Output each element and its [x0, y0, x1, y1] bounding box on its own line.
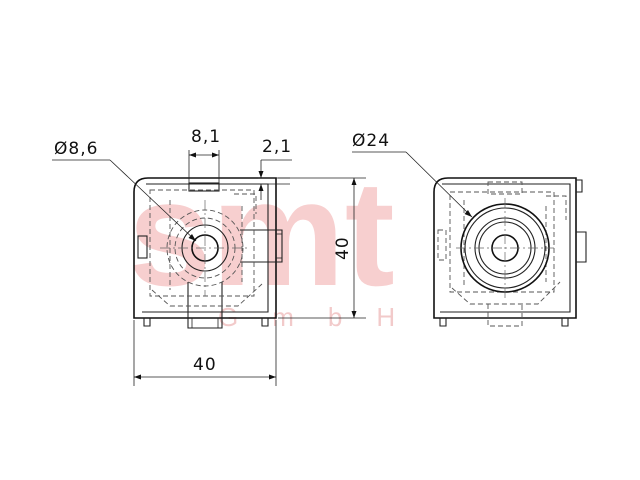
- left-body-outline: [133, 177, 277, 319]
- right-foot-1: [439, 318, 447, 327]
- height-label: 40: [333, 236, 353, 260]
- width-label: 40: [193, 355, 217, 375]
- right-inner-rim: [440, 183, 571, 313]
- watermark: smt GmbH: [128, 149, 429, 332]
- left-side-slot: [137, 235, 148, 259]
- right-body-outline: [433, 177, 577, 319]
- dimension-slot-width: 8,1: [188, 127, 221, 183]
- dimension-height: 40: [278, 177, 366, 319]
- dimension-hole-diameter: Ø8,6: [52, 139, 197, 242]
- right-view: [433, 177, 587, 327]
- watermark-subtitle: GmbH: [218, 302, 429, 332]
- left-inner-rim: [142, 183, 269, 313]
- outer-diameter-label: Ø24: [352, 131, 390, 151]
- dimension-wall-offset: 2,1: [258, 137, 292, 200]
- right-top-lug: [576, 179, 583, 193]
- right-foot-2: [561, 318, 569, 327]
- left-hidden-pocket: [149, 189, 255, 297]
- dimension-outer-diameter: Ø24: [352, 131, 473, 218]
- slot-width-label: 8,1: [191, 127, 221, 147]
- dimension-width: 40: [133, 320, 277, 386]
- right-side-boss: [576, 231, 587, 263]
- wall-offset-label: 2,1: [262, 137, 292, 157]
- left-top-slot: [188, 182, 220, 192]
- left-foot-2: [261, 318, 269, 327]
- left-view: [133, 177, 283, 329]
- hole-diameter-label: Ø8,6: [54, 139, 98, 159]
- left-right-boss: [240, 229, 283, 263]
- left-foot-1: [143, 318, 151, 327]
- left-bottom-boss: [187, 282, 223, 329]
